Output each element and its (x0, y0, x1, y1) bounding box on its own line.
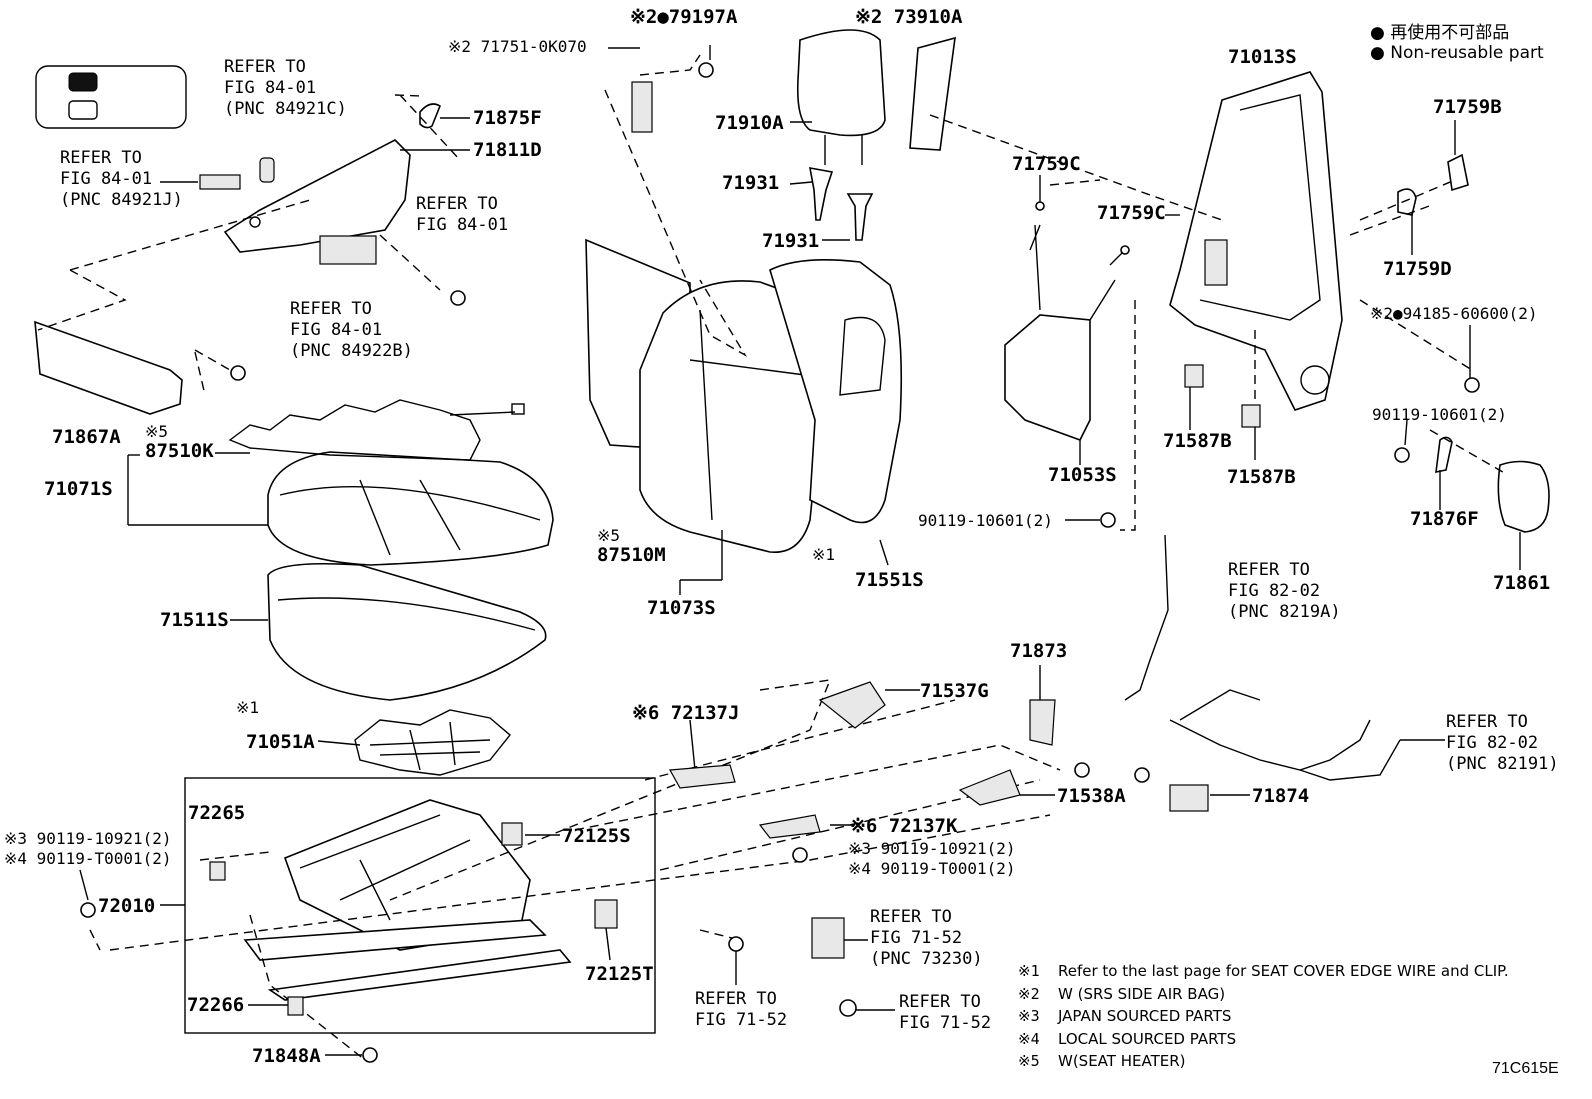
headrest-shape (796, 29, 956, 241)
part-label-72125S: 72125S (562, 825, 631, 847)
part-label-71867A: 71867A (52, 426, 121, 448)
refer-to-fig-71-52-b: REFER TO FIG 71-52 (899, 992, 992, 1033)
solid-leader-lines (79, 45, 1521, 1056)
refer-to-fig-84-01-pnc-84921J: REFER TO FIG 84-01 (PNC 84921J) (60, 148, 183, 210)
legend-jp: ● 再使用不可部品 (1370, 23, 1510, 43)
part-label-71537G: 71537G (920, 680, 989, 702)
part-label-90119-10921: ※3 90119-10921(2) (848, 839, 1016, 858)
part-label-72125T: 72125T (585, 963, 654, 985)
refer-to-fig-82-02-pnc-82191: REFER TO FIG 82-02 (PNC 82191) (1446, 712, 1559, 774)
part-label-72265: 72265 (188, 802, 246, 824)
part-label-72010: 72010 (98, 895, 156, 917)
note-mark-5: ※5 (597, 526, 621, 545)
part-label-94185-60600: ※2●94185-60600(2) (1370, 304, 1538, 323)
part-label-71538A: 71538A (1057, 785, 1126, 807)
part-label-87510M: ※5 87510M (597, 526, 666, 567)
part-label-71873: 71873 (1010, 640, 1068, 662)
part-number-87510K: 87510K (145, 440, 214, 462)
seat-heater-mat (228, 399, 525, 461)
part-label-71053S: 71053S (1048, 464, 1117, 486)
note-mark-5: ※5 (145, 422, 169, 441)
part-label-71910A: 71910A (715, 112, 784, 134)
refer-to-fig-84-01-pnc-84921C: REFER TO FIG 84-01 (PNC 84921C) (224, 57, 347, 119)
part-label-71587B-a: 71587B (1163, 430, 1232, 452)
part-label-71587B-b: 71587B (1227, 466, 1296, 488)
note-mark-1-b: ※1 (812, 545, 836, 564)
part-label-71759D: 71759D (1383, 258, 1452, 280)
part-label-90119-10601-a: 90119-10601(2) (1372, 405, 1507, 424)
part-label-71931-a: 71931 (722, 172, 780, 194)
part-label-71551S: 71551S (855, 569, 924, 591)
refer-to-fig-84-01-pnc-84922B: REFER TO FIG 84-01 (PNC 84922B) (290, 299, 413, 361)
dashed-leader-lines (37, 54, 1509, 1061)
figure-code: 71C615E (1492, 1060, 1559, 1077)
part-label-72137K: ※6 72137K (850, 815, 958, 837)
part-label-71759C-a: 71759C (1012, 153, 1081, 175)
part-label-71875F: 71875F (473, 107, 542, 129)
part-label-79197A: ※2●79197A (630, 6, 738, 28)
part-label-71874: 71874 (1252, 785, 1310, 807)
refer-to-fig-71-52-pnc-73230: REFER TO FIG 71-52 (PNC 73230) (870, 907, 983, 969)
part-label-90119-10601-b: 90119-10601(2) (918, 511, 1053, 530)
part-label-72266: 72266 (187, 994, 245, 1016)
part-label-73910A: ※2 73910A (855, 6, 963, 28)
seat-cushion-shape (267, 451, 554, 701)
refer-to-fig-71-52-a: REFER TO FIG 71-52 (695, 989, 788, 1030)
non-reusable-dot-icon: ● (1370, 23, 1385, 43)
part-label-71759C-b: 71759C (1097, 202, 1166, 224)
cushion-spring (354, 709, 511, 776)
part-label-71861: 71861 (1493, 572, 1551, 594)
switch-legend-box (35, 65, 187, 129)
part-label-490119-T0001: ※4 90119-T0001(2) (4, 849, 172, 868)
part-label-72137J: ※6 72137J (632, 702, 740, 724)
part-label-71013S: 71013S (1228, 46, 1297, 68)
part-label-71876F: 71876F (1410, 508, 1479, 530)
part-label-71073S: 71073S (647, 597, 716, 619)
part-label-90119-T0001: ※4 90119-T0001(2) (848, 859, 1016, 878)
part-label-71071S: 71071S (44, 478, 113, 500)
part-label-71051A: 71051A (246, 731, 315, 753)
part-label-71811D: 71811D (473, 139, 542, 161)
part-label-71511S: 71511S (160, 609, 229, 631)
seatback-frame-shape (1004, 71, 1550, 533)
part-number-87510M: 87510M (597, 544, 666, 566)
part-label-71931-b: 71931 (762, 230, 820, 252)
seat-back-shape (585, 238, 903, 553)
part-label-390119-10921: ※3 90119-10921(2) (4, 829, 172, 848)
wire-harness-shape (1124, 534, 1401, 781)
note-mark-1-a: ※1 (236, 698, 260, 717)
part-label-71759B: 71759B (1433, 96, 1502, 118)
part-label-71848A: 71848A (252, 1045, 321, 1067)
refer-to-fig-82-02-pnc-8219A: REFER TO FIG 82-02 (PNC 8219A) (1228, 560, 1341, 622)
refer-to-fig-84-01: REFER TO FIG 84-01 (416, 194, 509, 235)
part-label-71751-0K070: ※2 71751-0K070 (448, 37, 587, 56)
side-shield-shape (34, 103, 441, 415)
legend-en: ● Non-reusable part (1370, 43, 1544, 63)
seat-adjuster-frame (184, 777, 656, 1034)
non-reusable-dot-icon: ● (1370, 43, 1385, 63)
fastener-icons (80, 62, 1480, 1063)
part-label-87510K: ※5 87510K (145, 422, 214, 463)
